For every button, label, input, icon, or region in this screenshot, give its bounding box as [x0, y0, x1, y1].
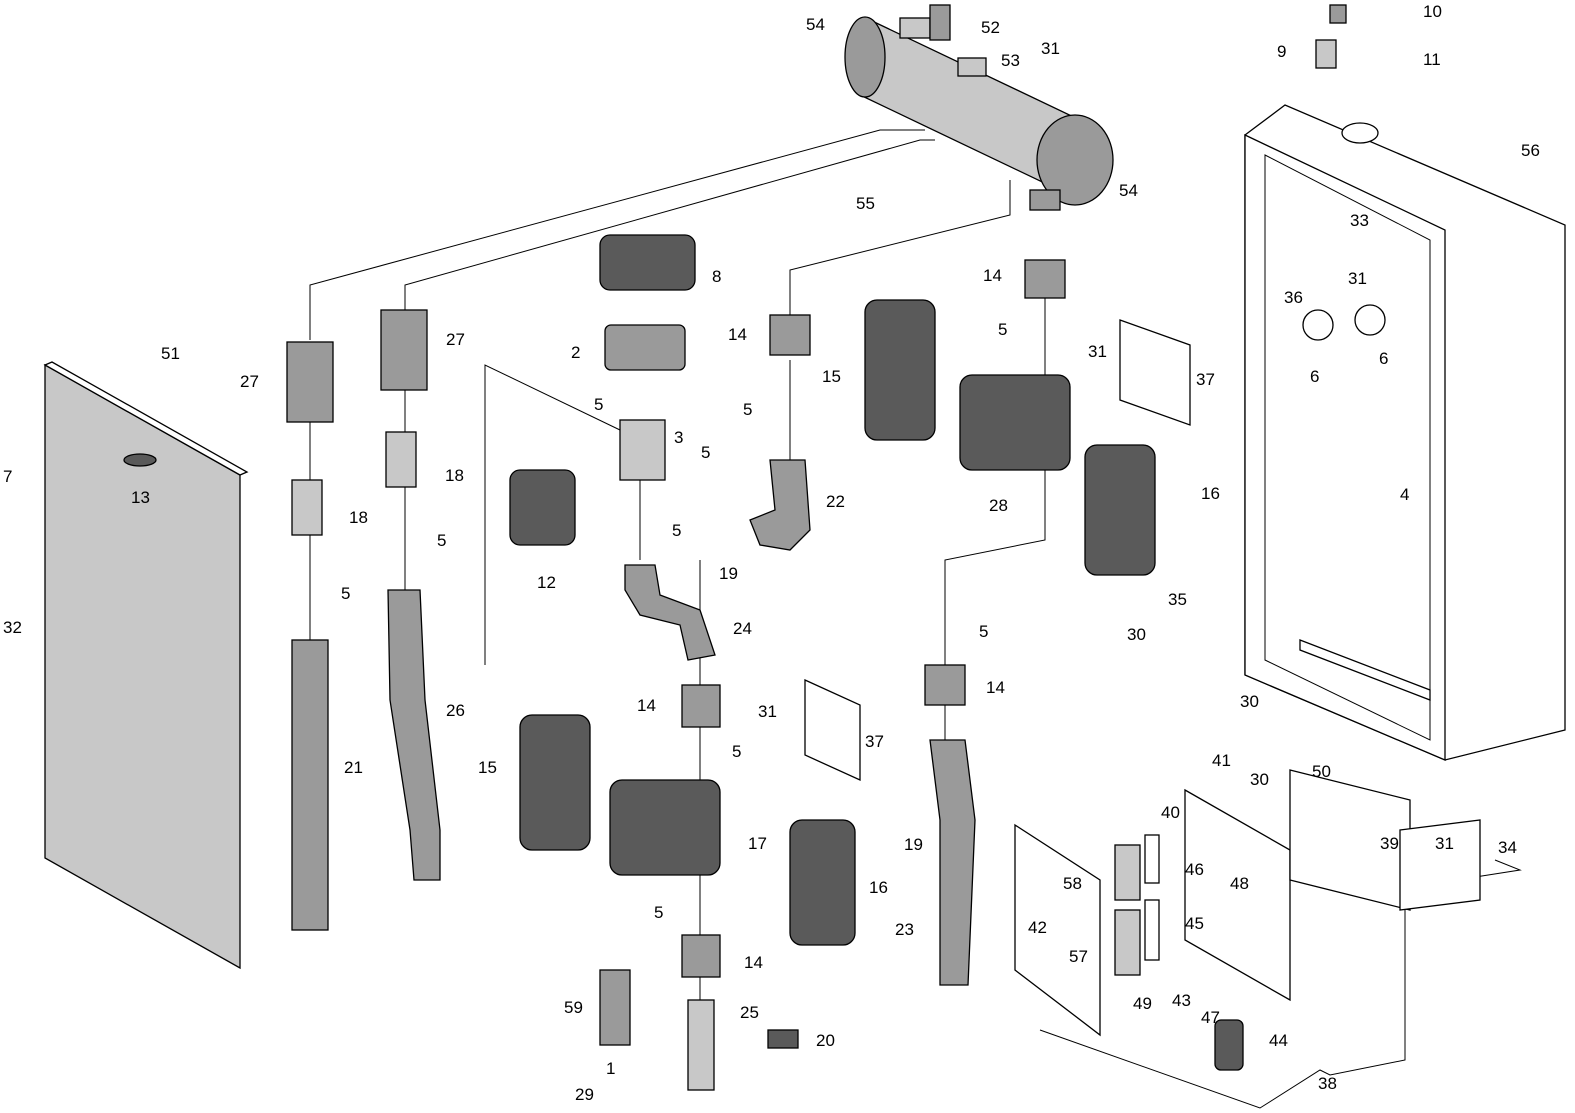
- pumps-and-shells: [509, 4, 1386, 946]
- part-number-label: 55: [856, 194, 875, 213]
- part-number-label: 45: [1185, 914, 1204, 933]
- part-number-label: 7: [3, 467, 12, 486]
- part-number-label: 52: [981, 18, 1000, 37]
- part-number-label: 6: [1310, 367, 1319, 386]
- part-number-label: 5: [732, 742, 741, 761]
- part-number-label: 12: [537, 573, 556, 592]
- part-number-label: 27: [446, 330, 465, 349]
- part-number-label: 27: [240, 372, 259, 391]
- part-number-label: 33: [1350, 211, 1369, 230]
- part-number-label: 19: [719, 564, 738, 583]
- part-number-label: 5: [743, 400, 752, 419]
- part-number-label: 43: [1172, 991, 1191, 1010]
- part-number-label: 58: [1063, 874, 1082, 893]
- part-number-label: 28: [989, 496, 1008, 515]
- part-number-label: 48: [1230, 874, 1249, 893]
- part-number-label: 10: [1423, 2, 1442, 21]
- part-number-label: 14: [637, 696, 656, 715]
- part-number-label: 31: [758, 702, 777, 721]
- part-number-label: 22: [826, 492, 845, 511]
- part-number-label: 54: [1119, 181, 1138, 200]
- part-number-label: 56: [1521, 141, 1540, 160]
- part-number-label: 19: [904, 835, 923, 854]
- part-number-label: 29: [575, 1085, 594, 1104]
- part-number-label: 32: [3, 618, 22, 637]
- part-number-label: 18: [445, 466, 464, 485]
- part-number-label: 51: [161, 344, 180, 363]
- part-number-label: 34: [1498, 838, 1517, 857]
- part-number-label: 26: [446, 701, 465, 720]
- part-number-label: 8: [712, 267, 721, 286]
- part-number-label: 37: [1196, 370, 1215, 389]
- part-number-label: 44: [1269, 1031, 1288, 1050]
- front-panel: [43, 361, 249, 970]
- part-number-label: 13: [131, 488, 150, 507]
- part-number-label: 5: [998, 320, 1007, 339]
- part-number-label: 5: [979, 622, 988, 641]
- part-number-label: 31: [1041, 39, 1060, 58]
- part-number-label: 15: [822, 367, 841, 386]
- part-number-label: 57: [1069, 947, 1088, 966]
- part-number-label: 38: [1318, 1074, 1337, 1093]
- part-number-label: 36: [1284, 288, 1303, 307]
- part-number-label: 5: [672, 521, 681, 540]
- part-number-label: 41: [1212, 751, 1231, 770]
- part-number-label: 9: [1277, 42, 1286, 61]
- part-number-label: 24: [733, 619, 752, 638]
- part-number-label: 16: [1201, 484, 1220, 503]
- part-number-label: 31: [1348, 269, 1367, 288]
- part-number-label: 54: [806, 15, 825, 34]
- part-number-label: 35: [1168, 590, 1187, 609]
- part-number-label: 1: [606, 1059, 615, 1078]
- part-number-label: 18: [349, 508, 368, 527]
- part-number-label: 5: [341, 584, 350, 603]
- part-number-label: 14: [986, 678, 1005, 697]
- part-number-label: 5: [654, 903, 663, 922]
- manifold-tank: [844, 4, 1114, 211]
- part-number-label: 5: [437, 531, 446, 550]
- part-number-label: 49: [1133, 994, 1152, 1013]
- part-number-label: 3: [674, 428, 683, 447]
- part-number-label: 20: [816, 1031, 835, 1050]
- part-number-label: 4: [1400, 485, 1409, 504]
- part-number-label: 14: [728, 325, 747, 344]
- part-number-label: 23: [895, 920, 914, 939]
- part-number-label: 40: [1161, 803, 1180, 822]
- part-number-label: 42: [1028, 918, 1047, 937]
- part-number-label: 31: [1435, 834, 1454, 853]
- part-number-label: 46: [1185, 860, 1204, 879]
- cabinet-frame: [1244, 104, 1566, 761]
- part-number-label: 30: [1250, 770, 1269, 789]
- part-number-label: 47: [1201, 1008, 1220, 1027]
- part-number-label: 14: [983, 266, 1002, 285]
- part-number-label: 2: [571, 343, 580, 362]
- part-number-label: 5: [701, 443, 710, 462]
- part-number-label: 14: [744, 953, 763, 972]
- part-number-label: 39: [1380, 834, 1399, 853]
- part-number-label: 25: [740, 1003, 759, 1022]
- part-number-label: 53: [1001, 51, 1020, 70]
- pipes: [286, 259, 1066, 1091]
- part-number-label: 15: [478, 758, 497, 777]
- part-number-label: 17: [748, 834, 767, 853]
- brackets-and-electrics: [767, 319, 1481, 1071]
- part-number-label: 30: [1240, 692, 1259, 711]
- part-number-label: 59: [564, 998, 583, 1017]
- part-number-label: 11: [1423, 50, 1441, 69]
- part-number-label: 6: [1379, 349, 1388, 368]
- part-number-label: 30: [1127, 625, 1146, 644]
- part-number-label: 5: [594, 395, 603, 414]
- part-number-label: 50: [1312, 762, 1331, 781]
- part-number-label: 31: [1088, 342, 1107, 361]
- part-number-label: 21: [344, 758, 363, 777]
- part-number-label: 16: [869, 878, 888, 897]
- part-number-label: 37: [865, 732, 884, 751]
